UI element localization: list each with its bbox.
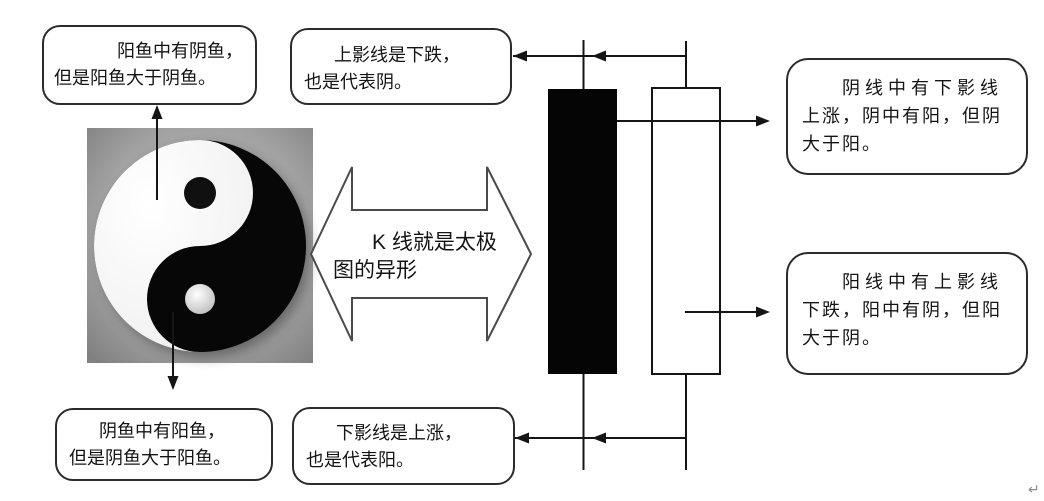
callout-line: 但是阳鱼大于阴鱼。: [54, 68, 216, 88]
arrowhead-down-icon: [167, 376, 179, 390]
black-candle-body: [548, 89, 617, 374]
callout-line: 也是代表阳。: [306, 450, 414, 470]
callout-line: 下影线是上涨，: [336, 423, 462, 443]
caption-line: 图的异形: [333, 259, 417, 282]
white-candle-body: [651, 87, 721, 375]
callout-line: 上影线是下跌，: [334, 45, 460, 65]
candlesticks: [548, 87, 721, 375]
taiji-yin-eye: [184, 177, 216, 209]
taiji-yang-eye: [185, 284, 215, 314]
callout-upper-shadow: 上影线是下跌， 也是代表阴。: [290, 28, 512, 105]
callout-line: 阳线中有上影线: [842, 272, 1003, 292]
caption-line: K 线就是太极: [372, 231, 497, 254]
taiji-image: [87, 128, 313, 363]
double-arrow-shape: [309, 166, 533, 342]
callout-line: 阴鱼中有阳鱼，: [99, 421, 225, 441]
arrowhead-left-icon: [592, 432, 606, 444]
callout-line: 大于阴。: [802, 328, 882, 348]
arrowhead-left-icon: [592, 50, 606, 62]
callout-line: 下跌，阳中有阴，但阳: [802, 300, 1002, 320]
arrowhead-right-icon: [756, 115, 770, 127]
callout-line: 大于阳。: [802, 134, 882, 154]
callout-yin-fish: 阴鱼中有阳鱼， 但是阴鱼大于阳鱼。: [55, 408, 273, 481]
paragraph-return-icon: ↵: [1028, 481, 1040, 497]
arrowhead-up-icon: [151, 105, 163, 119]
callout-yang-candle: 阳线中有上影线 下跌，阳中有阴，但阳 大于阴。: [786, 252, 1028, 375]
callout-yin-candle: 阴线中有下影线 上涨，阴中有阳，但阴 大于阳。: [786, 58, 1028, 175]
callout-line: 阴线中有下影线: [842, 78, 1003, 98]
callout-yang-fish: 阳鱼中有阴鱼， 但是阳鱼大于阴鱼。: [42, 25, 257, 105]
callout-line: 上涨，阴中有阳，但阴: [802, 106, 1002, 126]
callout-line: 但是阴鱼大于阳鱼。: [69, 448, 231, 468]
arrowhead-left-icon: [515, 432, 529, 444]
callout-lower-shadow: 下影线是上涨， 也是代表阳。: [292, 407, 515, 485]
arrowheads: [151, 50, 770, 444]
double-arrow-caption: K 线就是太极 图的异形: [333, 229, 528, 285]
arrowhead-right-icon: [756, 306, 770, 318]
callout-line: 阳鱼中有阴鱼，: [117, 41, 243, 61]
callout-line: 也是代表阴。: [304, 72, 412, 92]
arrowhead-left-icon: [513, 50, 527, 62]
